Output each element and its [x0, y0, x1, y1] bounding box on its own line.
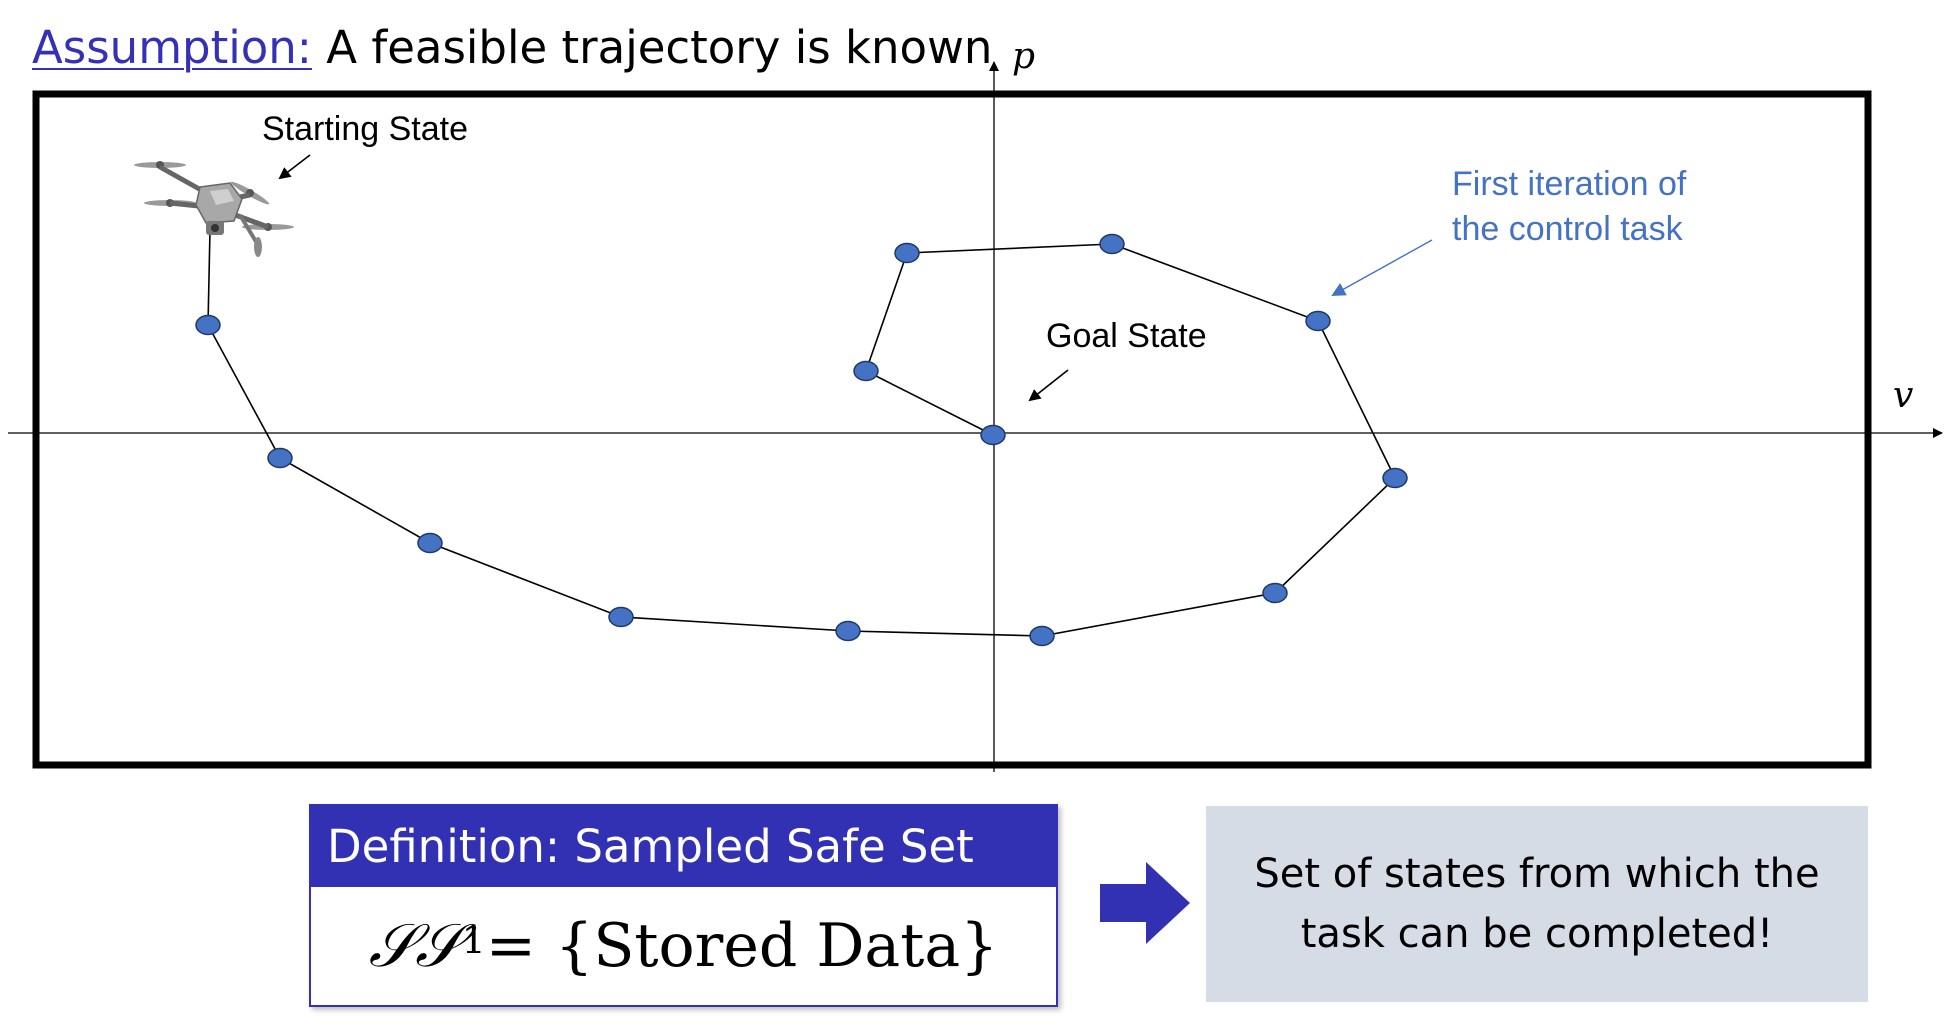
formula-rhs: = {Stored Data} — [485, 911, 999, 981]
iteration-pointer-arrow — [1331, 239, 1433, 296]
drone-tether — [207, 229, 211, 326]
drone-icon — [134, 161, 294, 257]
assumption-text: A feasible trajectory is known — [311, 21, 993, 74]
trajectory-point — [267, 447, 293, 469]
definition-header: Definition: Sampled Safe Set — [311, 806, 1056, 887]
v-axis-label: v — [1893, 375, 1914, 416]
conclusion-line2: task can be completed! — [1300, 911, 1774, 957]
goal-point — [980, 424, 1006, 446]
trajectory-point — [417, 532, 443, 554]
trajectory-point — [1262, 582, 1288, 604]
trajectory-point — [853, 360, 879, 382]
trajectory-point — [894, 242, 920, 264]
trajectory-point — [608, 606, 634, 628]
trajectory-path — [207, 243, 1396, 637]
safe-set-superscript: 1 — [461, 918, 486, 962]
p-axis-label: p — [1012, 36, 1036, 77]
state-space-frame — [32, 90, 1872, 769]
start-state-label: Starting State — [262, 110, 469, 148]
conclusion-line1: Set of states from which the — [1254, 851, 1820, 897]
right-arrow-icon — [1100, 862, 1190, 944]
trajectory-point — [1382, 467, 1408, 489]
assumption-label: Assumption: — [32, 21, 312, 74]
conclusion-box: Set of states from which the task can be… — [1206, 806, 1868, 1002]
safe-set-symbol: 𝒮𝒮 — [368, 911, 462, 981]
goal-state-label: Goal State — [1046, 317, 1207, 355]
goal-pointer-arrow — [1028, 369, 1069, 402]
trajectory-point — [1305, 310, 1331, 332]
trajectory-point — [1029, 625, 1055, 647]
trajectory-point — [195, 314, 221, 336]
iteration-label-line2: the control task — [1452, 210, 1683, 248]
iteration-label-line1: First iteration of — [1452, 165, 1687, 203]
start-pointer-arrow — [278, 154, 311, 180]
trajectory-point — [835, 620, 861, 642]
trajectory-points — [195, 233, 1408, 647]
trajectory-point — [1099, 233, 1125, 255]
slide-heading: Assumption: A feasible trajectory is kno… — [32, 18, 992, 78]
